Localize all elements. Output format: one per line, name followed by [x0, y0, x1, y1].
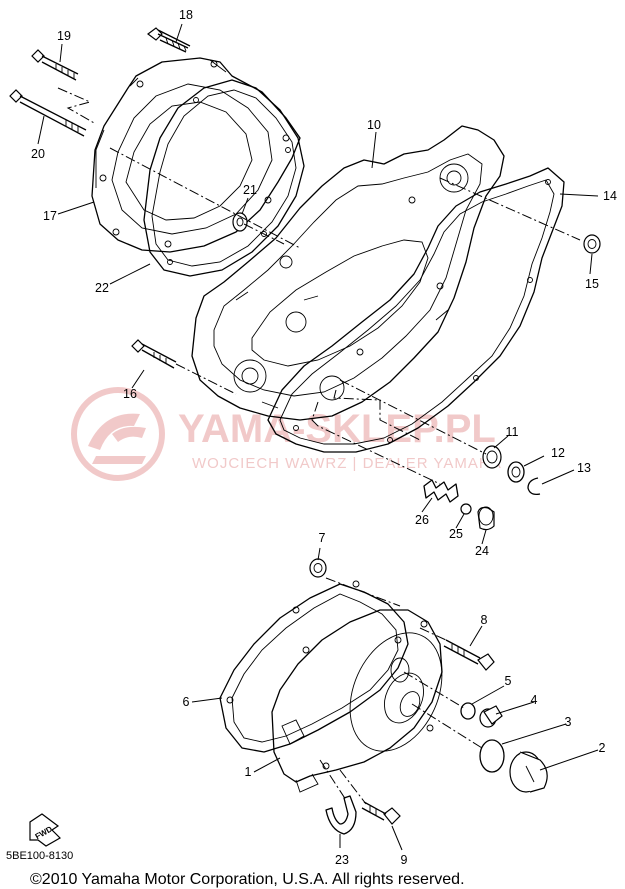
copyright-notice: ©2010 Yamaha Motor Corporation, U.S.A. A…	[30, 871, 465, 888]
part-26-spring	[423, 479, 459, 503]
part-19-bolt	[31, 49, 79, 81]
assembly-lines	[57, 87, 581, 805]
callout-3: 3	[565, 715, 572, 729]
part-16-bolt	[131, 339, 177, 369]
callout-18: 18	[179, 8, 193, 22]
part-6-crankcase-cover-gasket	[219, 580, 409, 753]
callout-7: 7	[319, 531, 326, 545]
callout-19: 19	[57, 29, 71, 43]
callout-17: 17	[43, 209, 57, 223]
part-20-bolt	[9, 89, 87, 137]
part-4-plug	[479, 705, 503, 728]
part-22-clutch-cover-gasket	[143, 79, 305, 277]
watermark-logo-icon	[71, 387, 165, 481]
callout-numbers: 18 19 20 17 21 22 10 14 15 16 11 12 13 2…	[31, 8, 617, 867]
diagram-code: 5BE100-8130	[6, 850, 74, 862]
callout-15: 15	[585, 277, 599, 291]
part-5-o-ring	[460, 702, 476, 720]
part-11-oil-seal	[482, 445, 502, 469]
callout-24: 24	[475, 544, 489, 558]
callout-8: 8	[481, 613, 488, 627]
callout-13: 13	[577, 461, 591, 475]
part-3-o-ring	[479, 739, 505, 773]
callout-12: 12	[551, 446, 565, 460]
part-17-clutch-cover	[91, 57, 301, 253]
callout-26: 26	[415, 513, 429, 527]
part-7-dowel-pin	[309, 558, 327, 578]
part-13-circlip	[527, 477, 541, 496]
watermark-dealer: WOJCIECH WAWRZ | DEALER YAMAHA	[192, 455, 502, 472]
fwd-arrow-icon: FWD	[29, 813, 61, 847]
part-2-plug	[509, 751, 548, 793]
callout-6: 6	[183, 695, 190, 709]
callout-1: 1	[245, 765, 252, 779]
callout-21: 21	[243, 183, 257, 197]
part-12-washer	[507, 461, 525, 483]
callout-16: 16	[123, 387, 137, 401]
part-21-dowel-pin	[232, 212, 248, 232]
part-1-crankcase-cover-1	[271, 609, 443, 793]
part-23-hose-holder	[325, 795, 357, 835]
callout-25: 25	[449, 527, 463, 541]
callout-23: 23	[335, 853, 349, 867]
callout-11: 11	[506, 425, 519, 439]
part-18-bolt	[147, 27, 191, 53]
part-8-bolt	[443, 639, 495, 671]
part-15-dowel-pin	[583, 234, 601, 254]
part-10-crankcase-cover	[191, 125, 505, 421]
callout-10: 10	[367, 118, 381, 132]
callout-4: 4	[531, 693, 538, 707]
part-9-bolt	[361, 801, 401, 825]
callout-leaders	[37, 23, 599, 851]
callout-2: 2	[599, 741, 606, 755]
callout-14: 14	[603, 189, 617, 203]
part-25-ball	[460, 503, 472, 515]
callout-22: 22	[95, 281, 109, 295]
callout-9: 9	[401, 853, 408, 867]
part-24-collar	[477, 506, 495, 531]
callout-20: 20	[31, 147, 45, 161]
callout-5: 5	[505, 674, 512, 688]
